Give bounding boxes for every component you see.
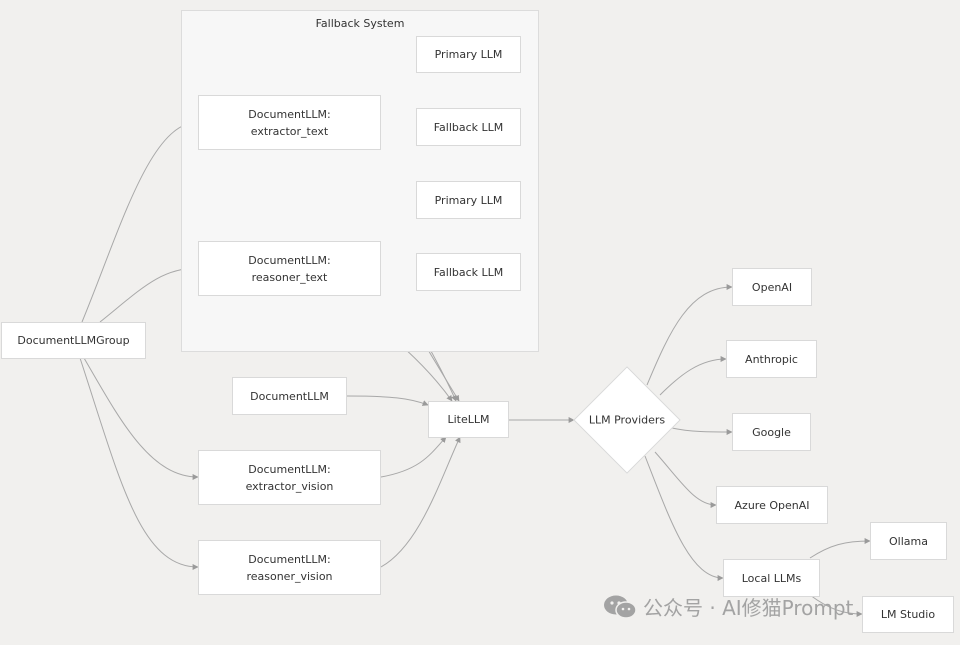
edge-providers-to-anthropic [659,356,727,396]
node-reasoner-text[interactable]: DocumentLLM: reasoner_text [198,241,381,296]
edge-documentllm-to-litellm [346,395,429,406]
node-ollama[interactable]: Ollama [870,522,947,560]
node-extractor-text[interactable]: DocumentLLM: extractor_text [198,95,381,150]
edge-local-to-ollama [809,538,871,559]
node-lm-studio[interactable]: LM Studio [862,596,954,633]
edge-providers-to-azure [654,451,717,508]
edge-providers-to-openai [646,284,733,386]
edge-providers-to-local [644,455,724,581]
watermark-text: 公众号 · AI修猫Prompt [643,596,854,620]
node-local-llms[interactable]: Local LLMs [723,559,820,597]
watermark: 公众号 · AI修猫Prompt [603,592,853,621]
node-reasoner-vision[interactable]: DocumentLLM: reasoner_vision [198,540,381,595]
node-openai[interactable]: OpenAI [732,268,812,306]
node-extractor-vision[interactable]: DocumentLLM: extractor_vision [198,450,381,505]
wechat-icon [604,595,637,619]
edge-group-to-extractor-text [81,119,199,323]
edge-group-to-extractor-vision [83,357,199,480]
node-fallback-llm-2[interactable]: Fallback LLM [416,253,521,291]
node-litellm[interactable]: LiteLLM [428,401,509,438]
node-document-llm-group[interactable]: DocumentLLMGroup [1,322,146,359]
node-primary-llm-2[interactable]: Primary LLM [416,181,521,219]
node-document-llm[interactable]: DocumentLLM [232,377,347,415]
node-google[interactable]: Google [732,413,811,451]
edge-reasoner-vision-to-litellm [380,436,461,568]
node-azure-openai[interactable]: Azure OpenAI [716,486,828,524]
node-fallback-llm-1[interactable]: Fallback LLM [416,108,521,146]
node-anthropic[interactable]: Anthropic [726,340,817,378]
edge-local-to-lmstudio [809,594,863,617]
diamond-label: LLM Providers [588,413,666,427]
group-title: Fallback System [315,17,405,30]
node-primary-llm-1[interactable]: Primary LLM [416,36,521,73]
edge-group-to-reasoner-vision [79,357,199,570]
node-llm-providers[interactable]: LLM Providers [573,366,681,474]
edge-extractor-vision-to-litellm [380,436,447,478]
edge-providers-to-google [671,427,733,435]
